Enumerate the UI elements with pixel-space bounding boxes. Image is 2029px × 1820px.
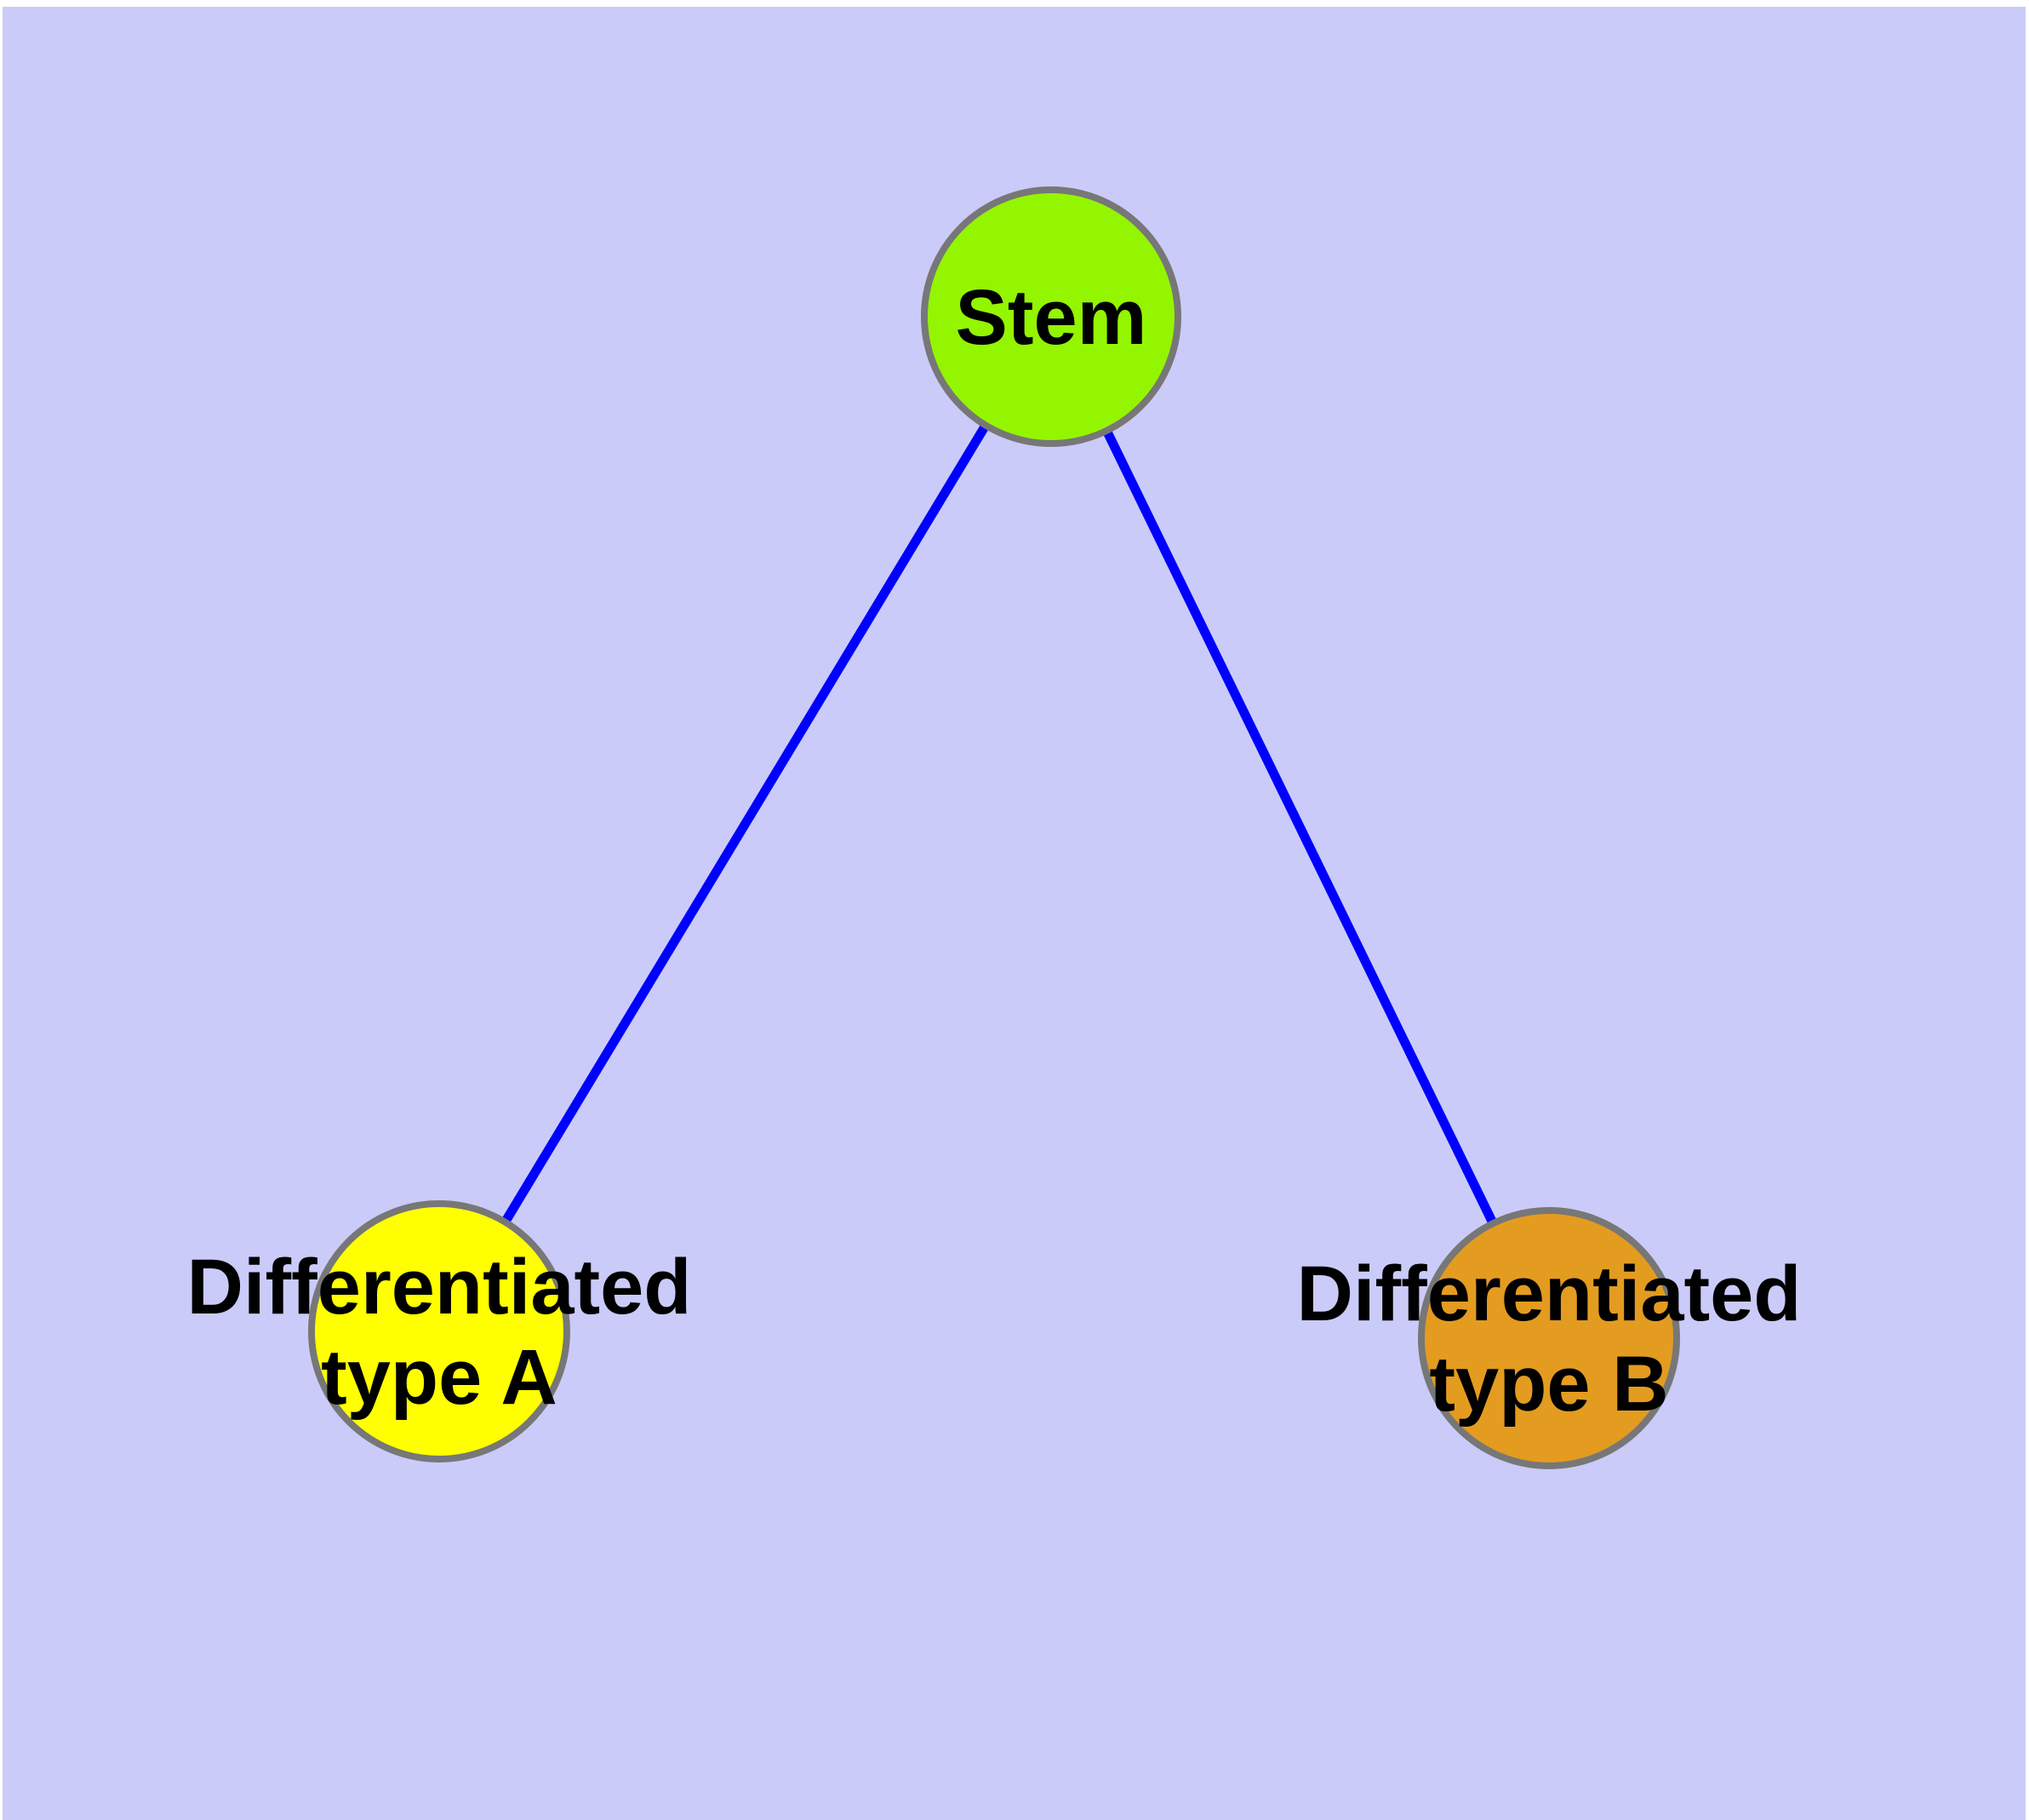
node-type-b-label-line1: Differentiated	[1297, 1251, 1802, 1337]
node-stem-label: Stem	[956, 274, 1147, 361]
node-differentiated-type-a	[308, 1200, 570, 1462]
node-differentiated-type-b	[1418, 1207, 1680, 1469]
node-type-a-label-line1: Differentiated	[187, 1244, 692, 1331]
node-stem	[921, 186, 1181, 447]
edge-stem-to-type-b	[1047, 314, 1553, 1341]
node-type-b-label-line2: type B	[1429, 1341, 1668, 1428]
node-type-a-label-line2: type A	[321, 1334, 557, 1421]
edge-stem-to-type-a	[435, 314, 1055, 1334]
